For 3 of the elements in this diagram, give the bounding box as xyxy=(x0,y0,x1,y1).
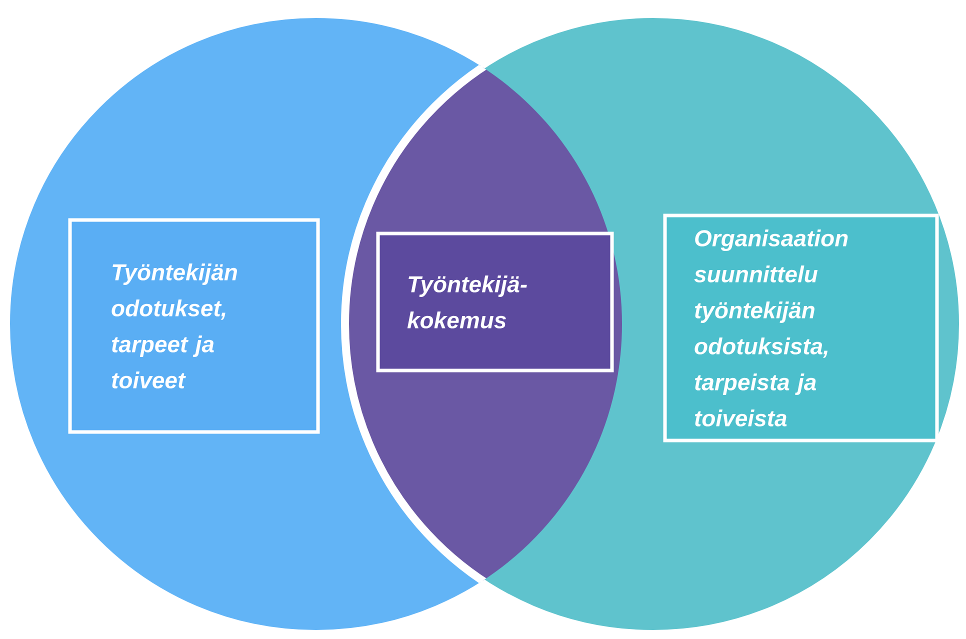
text-box: Työntekijän odotukset, tarpeet ja toiveet xyxy=(68,218,320,434)
text-box: Työntekijä-kokemus xyxy=(376,232,614,372)
text-box: Organisaation suunnittelu työntekijän odotuksista, tarpeista ja toiveista xyxy=(663,214,939,442)
